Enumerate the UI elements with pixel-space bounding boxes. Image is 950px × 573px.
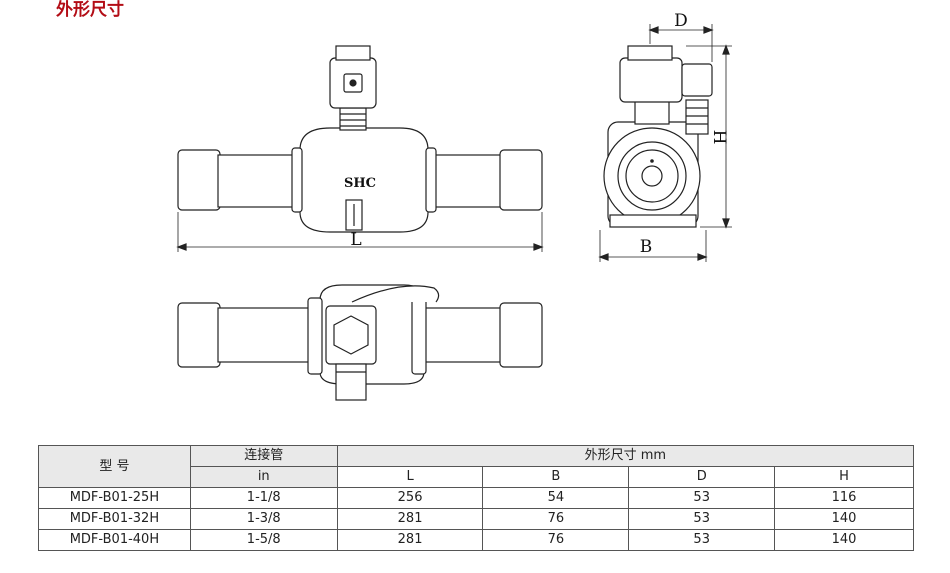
cell-l: 281	[336, 529, 484, 551]
dim-label-height: H	[709, 130, 729, 145]
cell-connection: 1-1/8	[189, 487, 338, 509]
section-title: 外形尺寸	[56, 0, 124, 20]
cell-b: 76	[482, 529, 630, 551]
brand-mark: SHC	[344, 176, 376, 191]
header-dim-h: H	[774, 466, 914, 488]
dimension-table: 型 号 连接管 外形尺寸 mm in L B D H MDF-B01-25H 1…	[38, 445, 915, 551]
cell-h: 116	[774, 487, 914, 509]
cell-d: 53	[628, 487, 776, 509]
table-header-row-1: 型 号 连接管 外形尺寸 mm	[38, 445, 915, 488]
cell-h: 140	[774, 508, 914, 530]
top-view	[177, 284, 543, 401]
cell-model: MDF-B01-32H	[38, 508, 191, 530]
dim-label-length: L	[350, 230, 361, 250]
cell-b: 76	[482, 508, 630, 530]
valve-dimension-drawing: SHC L B D H	[176, 11, 732, 401]
cell-model: MDF-B01-25H	[38, 487, 191, 509]
dim-label-depth: D	[674, 11, 688, 31]
cell-connection: 1-3/8	[189, 508, 338, 530]
header-dims-group: 外形尺寸 mm	[336, 445, 915, 467]
cell-connection: 1-5/8	[189, 529, 338, 551]
header-dim-b: B	[482, 466, 630, 488]
cell-model: MDF-B01-40H	[38, 529, 191, 551]
table-row: MDF-B01-32H 1-3/8 281 76 53 140	[38, 508, 914, 530]
cell-h: 140	[774, 529, 914, 551]
header-dim-l: L	[336, 466, 484, 488]
header-dim-d: D	[628, 466, 776, 488]
front-view	[176, 45, 544, 252]
dim-label-width: B	[640, 237, 653, 257]
cell-d: 53	[628, 508, 776, 530]
side-view	[598, 24, 732, 262]
table-row: MDF-B01-25H 1-1/8 256 54 53 116	[38, 487, 914, 509]
cell-l: 281	[336, 508, 484, 530]
header-connection: 连接管	[189, 445, 338, 467]
header-model: 型 号	[38, 445, 191, 488]
header-connection-unit: in	[189, 466, 338, 488]
cell-b: 54	[482, 487, 630, 509]
table-row: MDF-B01-40H 1-5/8 281 76 53 140	[38, 529, 914, 551]
cell-d: 53	[628, 529, 776, 551]
cell-l: 256	[336, 487, 484, 509]
